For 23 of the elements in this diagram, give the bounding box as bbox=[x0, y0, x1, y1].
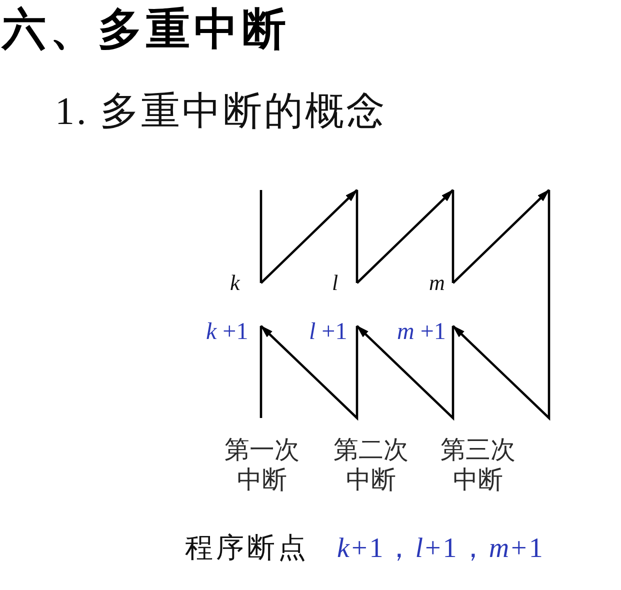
title: 六、多重中断 bbox=[2, 8, 290, 52]
arrow bbox=[260, 325, 358, 421]
point-label: l bbox=[332, 272, 338, 294]
interrupt-caption: 第三次中断 bbox=[440, 436, 516, 496]
arrow bbox=[356, 325, 454, 421]
section-heading: 1. 多重中断的概念 bbox=[55, 92, 387, 132]
breakpoint-label: k +1 bbox=[206, 320, 248, 344]
breakpoint-caption: 程序断点 bbox=[185, 534, 309, 564]
interrupt-caption: 第一次中断 bbox=[224, 436, 300, 496]
breakpoint-label: m +1 bbox=[397, 320, 446, 344]
breakpoint-values: k+1，l+1，m+1 bbox=[337, 534, 545, 564]
arrow bbox=[452, 189, 550, 284]
arrow bbox=[260, 189, 358, 284]
arrow bbox=[356, 189, 454, 284]
point-label: k bbox=[230, 272, 240, 294]
interrupt-caption: 第二次中断 bbox=[332, 436, 410, 496]
point-label: m bbox=[429, 272, 445, 294]
arrow bbox=[452, 190, 550, 421]
flow-line bbox=[260, 326, 262, 418]
breakpoint-label: l +1 bbox=[309, 320, 348, 344]
flow-line bbox=[260, 190, 262, 283]
flow-line bbox=[356, 190, 358, 283]
flow-line bbox=[452, 190, 454, 283]
